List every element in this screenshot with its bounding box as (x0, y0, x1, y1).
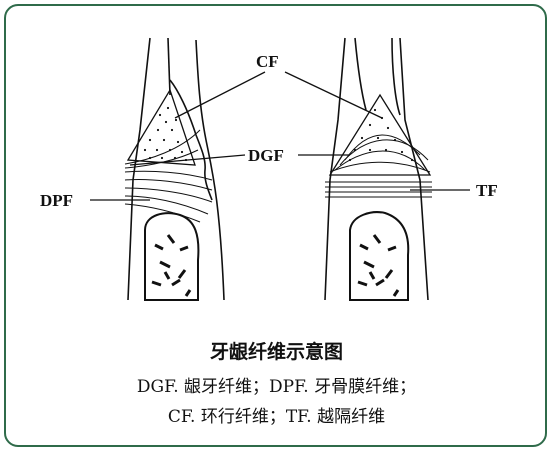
left-gingiva-outer (196, 40, 224, 300)
right-tooth-inner-right (392, 38, 400, 115)
caption-line-2: CF. 环行纤维；TF. 越隔纤维 (0, 402, 553, 427)
right-specimen (325, 38, 432, 300)
right-tooth-inner-left (355, 38, 366, 110)
caption-line-1: DGF. 龈牙纤维；DPF. 牙骨膜纤维； (0, 372, 553, 397)
leader-lines (90, 72, 470, 200)
dgf-leader-left (130, 155, 245, 165)
cf-leader-right (285, 72, 382, 118)
label-tf: TF (476, 181, 498, 200)
gingival-fiber-diagram: CF DGF DPF TF (0, 0, 553, 330)
label-dpf: DPF (40, 191, 73, 210)
left-cf-triangle (128, 90, 195, 165)
left-tooth-inner-edge (168, 38, 170, 95)
left-specimen (125, 38, 224, 300)
right-tooth-left-edge (325, 38, 345, 300)
left-bone-trabeculae (152, 235, 190, 296)
right-fiber (345, 135, 420, 160)
right-alveolar-bone (350, 212, 408, 300)
label-dgf: DGF (248, 146, 284, 165)
figure-title: 牙龈纤维示意图 (0, 337, 553, 364)
cf-leader-left (175, 72, 265, 118)
left-fiber (125, 171, 212, 180)
left-alveolar-bone (145, 213, 198, 300)
right-fiber (330, 162, 430, 172)
label-cf: CF (256, 52, 279, 71)
left-tooth-left-edge (128, 38, 150, 300)
right-bone-trabeculae (358, 235, 398, 296)
